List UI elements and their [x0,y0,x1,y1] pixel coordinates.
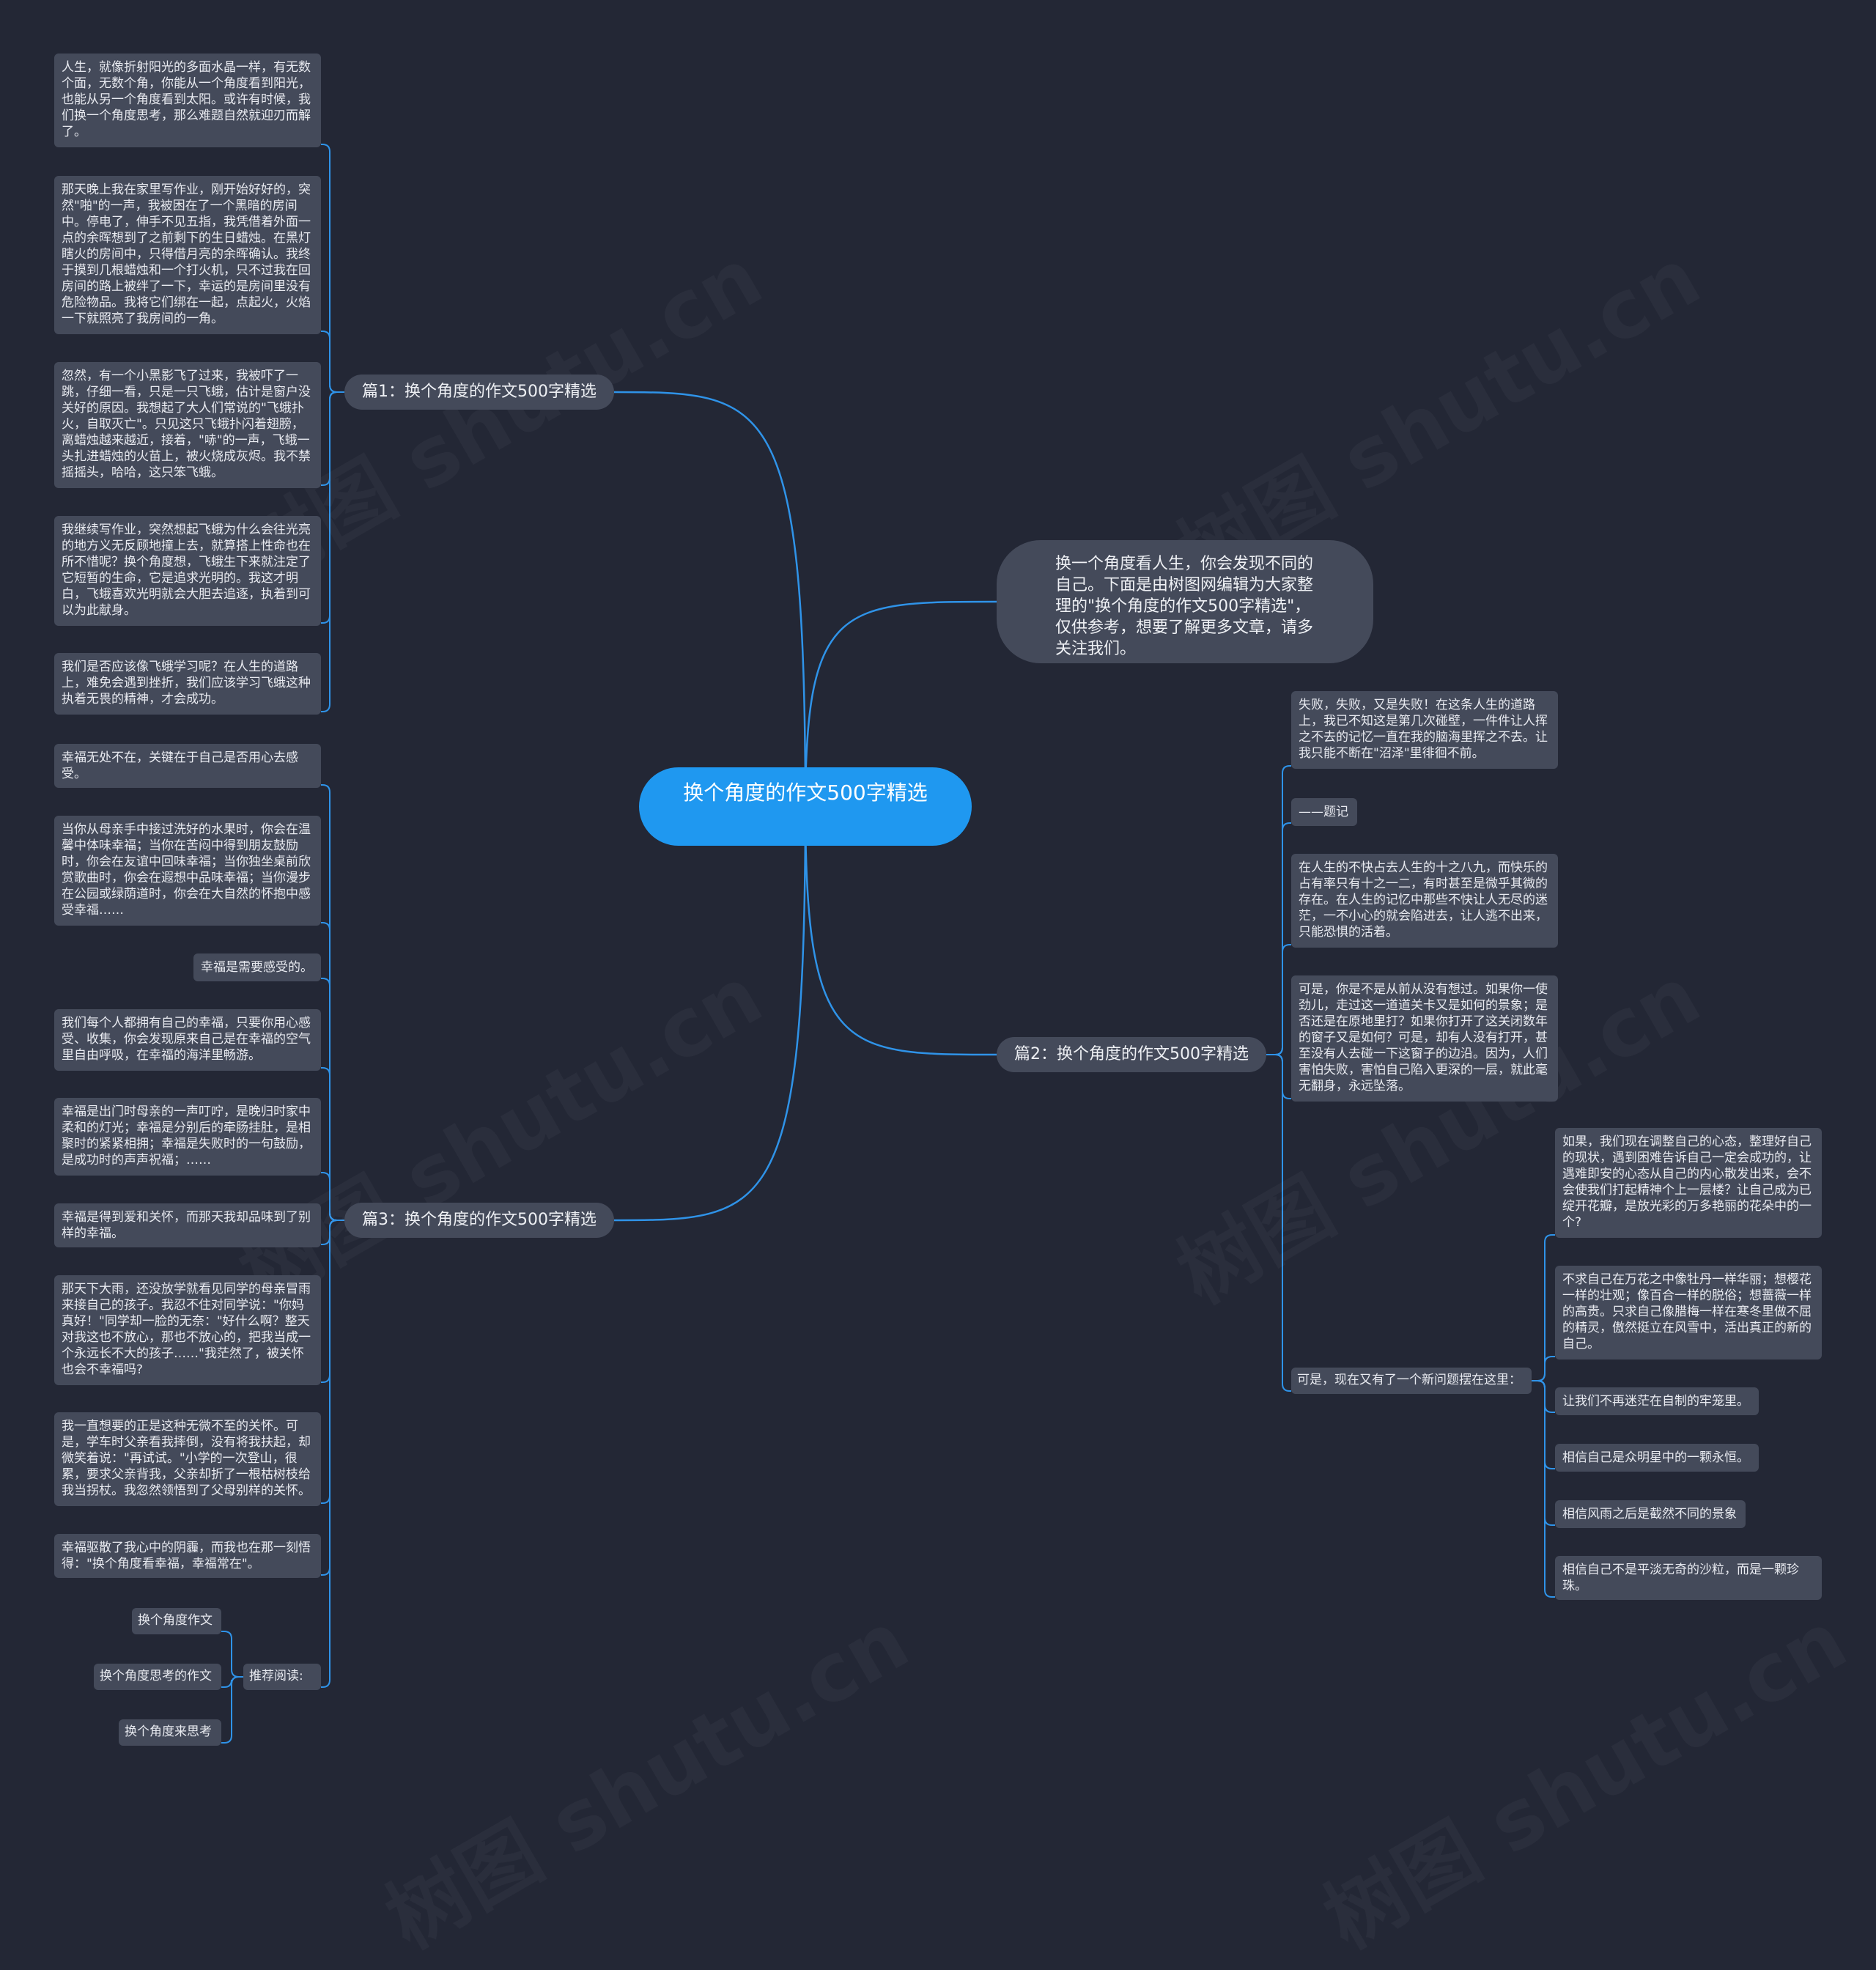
branch-2-item-1[interactable]: 失败，失败，又是失败！在这条人生的道路上，我已不知这是第几次碰壁，一件件让人挥之… [1291,691,1558,769]
branch-1-item-5[interactable]: 我们是否应该像飞蛾学习呢？在人生的道路上，难免会遇到挫折，我们应该学习飞蛾这种执… [54,653,321,715]
root-link-branch-1-title [613,391,807,807]
root-topic[interactable]: 换个角度的作文500字精选 [639,767,972,846]
branch-2-sub-item-2[interactable]: 不求自己在万花之中像牡丹一样华丽；想樱花一样的壮观；像百合一样的脱俗；想蔷薇一样… [1555,1266,1822,1360]
b3-link-3 [321,1067,344,1221]
branch-2-title[interactable]: 篇2：换个角度的作文500字精选 [997,1037,1266,1072]
b2s-link-5 [1532,1380,1555,1598]
b2-link-1 [1266,822,1291,1055]
branch-3-item-4[interactable]: 我们每个人都拥有自己的幸福，只要你用心感受、收集，你会发现原来自己是在幸福的空气… [54,1009,321,1071]
recommend-item-1[interactable]: 换个角度作文 [132,1608,221,1634]
branch-3-title[interactable]: 篇3：换个角度的作文500字精选 [344,1203,614,1238]
b2s-link-3 [1532,1380,1555,1469]
root-link-branch-2-title [804,806,997,1056]
root-link-branch-3-title [613,806,807,1222]
branch-2-item-2[interactable]: ——题记 [1291,798,1357,826]
branch-3-item-8[interactable]: 我一直想要的正是这种无微不至的关怀。可是，学车时父亲看我摔倒，没有将我扶起，却微… [54,1412,321,1506]
branch-3-item-6[interactable]: 幸福是得到爱和关怀，而那天我却品味到了别样的幸福。 [54,1203,321,1247]
b1-link-4 [321,391,344,712]
b3-link-0 [321,784,344,1221]
b3-link-4 [321,1172,344,1221]
b2s-link-4 [1532,1380,1555,1526]
b2-link-3 [1266,1054,1291,1099]
branch-2-sub-item-4[interactable]: 相信自己是众明星中的一颗永恒。 [1555,1444,1759,1472]
branch-2-item-3[interactable]: 在人生的不快占去人生的十之八九，而快乐的占有率只有十之一二，有时甚至是微乎其微的… [1291,854,1558,948]
b1-link-2 [321,391,344,486]
branch-1-item-2[interactable]: 那天晚上我在家里写作业，刚开始好好的，突然"啪"的一声，我被困在了一个黑暗的房间… [54,176,321,334]
branch-3-item-3[interactable]: 幸福是需要感受的。 [193,953,321,981]
branch-2-sub-label[interactable]: 可是，现在又有了一个新问题摆在这里： [1291,1368,1532,1394]
b1-link-3 [321,391,344,624]
branch-3-item-5[interactable]: 幸福是出门时母亲的一声叮咛，是晚归时家中柔和的灯光；幸福是分别后的牵肠挂肚，是相… [54,1098,321,1176]
branch-3-item-7[interactable]: 那天下大雨，还没放学就看见同学的母亲冒雨来接自己的孩子。我忍不住对同学说："你妈… [54,1275,321,1385]
branch-2-sub-item-3[interactable]: 让我们不再迷茫在自制的牢笼里。 [1555,1387,1759,1415]
b3-link-9 [321,1220,344,1688]
b3-link-1 [321,922,344,1221]
b2s-link-1 [1532,1356,1555,1381]
b2-link-0 [1266,765,1291,1055]
recommend-item-3[interactable]: 换个角度来思考 [119,1719,221,1746]
rec-link-0 [221,1631,243,1678]
connector-lines [221,144,1555,1744]
branch-3-item-2[interactable]: 当你从母亲手中接过洗好的水果时，你会在温馨中体味幸福；当你在苦闷中得到朋友鼓励时… [54,816,321,926]
branch-3-item-1[interactable]: 幸福无处不在，关键在于自己是否用心去感受。 [54,744,321,788]
intro-node[interactable]: 换一个角度看人生，你会发现不同的自己。下面是由树图网编辑为大家整理的"换个角度的… [997,540,1373,663]
b3-link-5 [321,1220,344,1245]
branch-2-sub-item-5[interactable]: 相信风雨之后是截然不同的景象 [1555,1500,1746,1528]
branch-2-sub-item-1[interactable]: 如果，我们现在调整自己的心态，整理好自己的现状，遇到困难告诉自己一定会成功的，让… [1555,1128,1822,1238]
branch-1-title[interactable]: 篇1：换个角度的作文500字精选 [344,375,614,410]
b2s-link-0 [1532,1234,1555,1381]
b3-link-2 [321,978,344,1221]
b1-link-0 [321,144,344,393]
root-link-intro-node [804,600,997,807]
recommend-item-2[interactable]: 换个角度思考的作文 [94,1664,221,1690]
mindmap-canvas: 树图 shutu.cn 树图 shutu.cn 树图 shutu.cn 树图 s… [54,54,1822,1746]
b3-link-7 [321,1220,344,1504]
branch-1-item-3[interactable]: 忽然，有一个小黑影飞了过来，我被吓了一跳，仔细一看，只是一只飞蛾，估计是窗户没关… [54,362,321,488]
b2s-link-2 [1532,1380,1555,1413]
b2-link-4 [1266,1054,1291,1392]
rec-link-2 [221,1676,243,1744]
branch-1-item-1[interactable]: 人生，就像折射阳光的多面水晶一样，有无数个面，无数个角，你能从一个角度看到阳光，… [54,54,321,147]
branch-3-item-9[interactable]: 幸福驱散了我心中的阴霾，而我也在那一刻悟得："换个角度看幸福，幸福常在"。 [54,1534,321,1578]
branch-2-item-4[interactable]: 可是，你是不是从前从没有想过。如果你一使劲儿，走过这一道道关卡又是如何的景象；是… [1291,975,1558,1102]
branch-2-sub-item-6[interactable]: 相信自己不是平淡无奇的沙粒，而是一颗珍珠。 [1555,1556,1822,1600]
b2-link-2 [1266,944,1291,1055]
b3-link-8 [321,1220,344,1576]
branch-1-item-4[interactable]: 我继续写作业，突然想起飞蛾为什么会往光亮的地方义无反顾地撞上去，就算搭上性命也在… [54,516,321,626]
b1-link-1 [321,331,344,393]
recommend-label[interactable]: 推荐阅读: [243,1664,321,1690]
